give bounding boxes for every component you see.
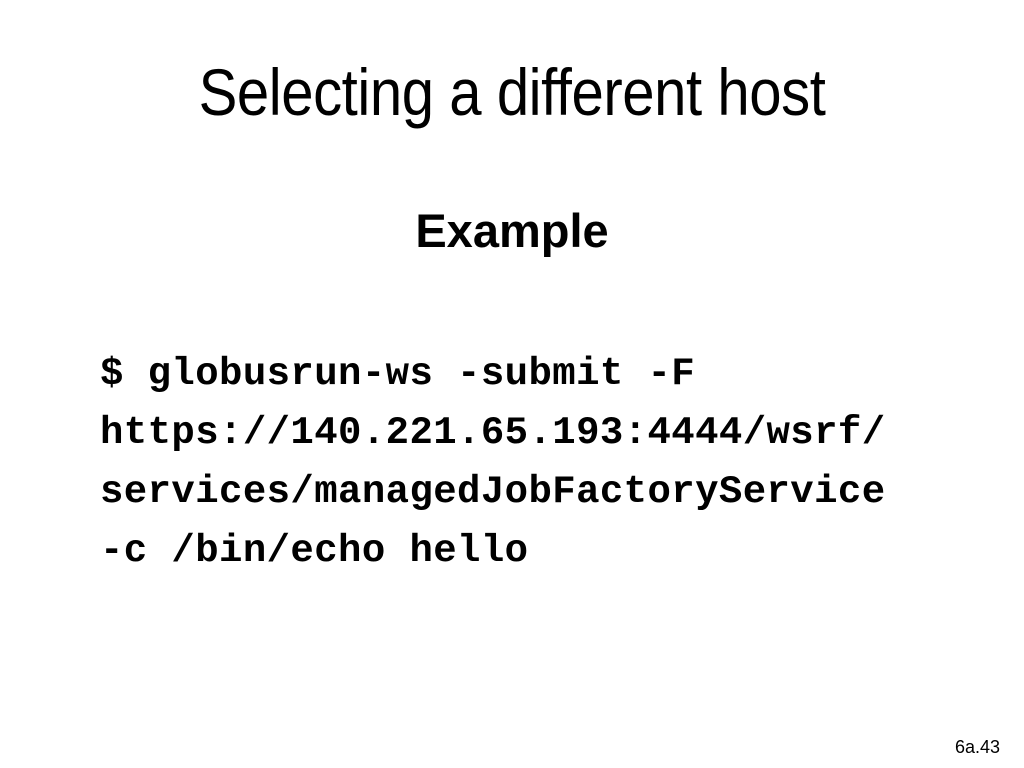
slide-number: 6a.43	[954, 737, 1000, 757]
code-block: $ globusrun-ws -submit -F https://140.22…	[100, 345, 930, 581]
page-title: Selecting a different host	[198, 55, 826, 129]
code-line: $ globusrun-ws -submit -F	[100, 352, 696, 396]
slide-subtitle: Example	[415, 204, 609, 257]
code-line: https://140.221.65.193:4444/wsrf/	[100, 411, 886, 455]
code-line: -c /bin/echo hello	[100, 529, 529, 573]
code-line: services/managedJobFactoryService	[100, 470, 886, 514]
